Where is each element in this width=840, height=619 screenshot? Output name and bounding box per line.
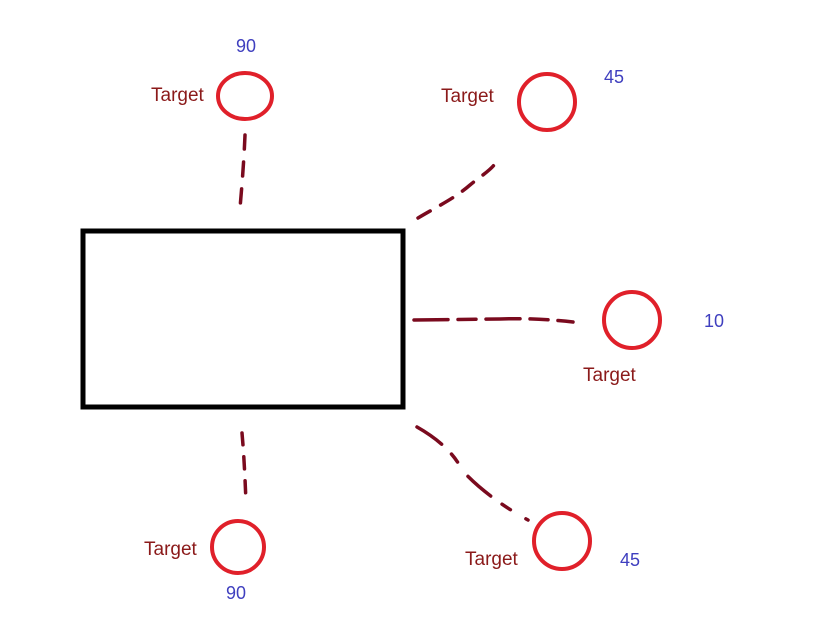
target-label: Target — [583, 365, 637, 386]
connector-top-right — [416, 156, 500, 220]
central-box — [80, 228, 406, 410]
target-value: 90 — [236, 36, 256, 56]
connector-bottom — [240, 431, 248, 504]
target-right: Target 10 — [583, 290, 724, 386]
target-bottom-right: Target 45 — [465, 511, 640, 571]
target-label: Target — [441, 86, 495, 107]
target-top: Target 90 — [151, 36, 274, 121]
connector-right — [412, 316, 575, 324]
target-value: 90 — [226, 583, 246, 603]
target-value: 10 — [704, 311, 724, 331]
target-value: 45 — [604, 67, 624, 87]
target-circle — [216, 71, 274, 121]
target-circle — [532, 511, 592, 571]
target-circle — [602, 290, 662, 350]
target-circle — [517, 72, 577, 132]
connector-bottom-right — [415, 425, 530, 522]
target-label: Target — [151, 85, 205, 106]
target-bottom: Target 90 — [144, 519, 266, 603]
target-label: Target — [144, 539, 198, 560]
target-circle — [210, 519, 266, 575]
connector-top — [238, 133, 247, 210]
target-top-right: Target 45 — [441, 67, 624, 132]
target-value: 45 — [620, 550, 640, 570]
target-label: Target — [465, 549, 519, 570]
